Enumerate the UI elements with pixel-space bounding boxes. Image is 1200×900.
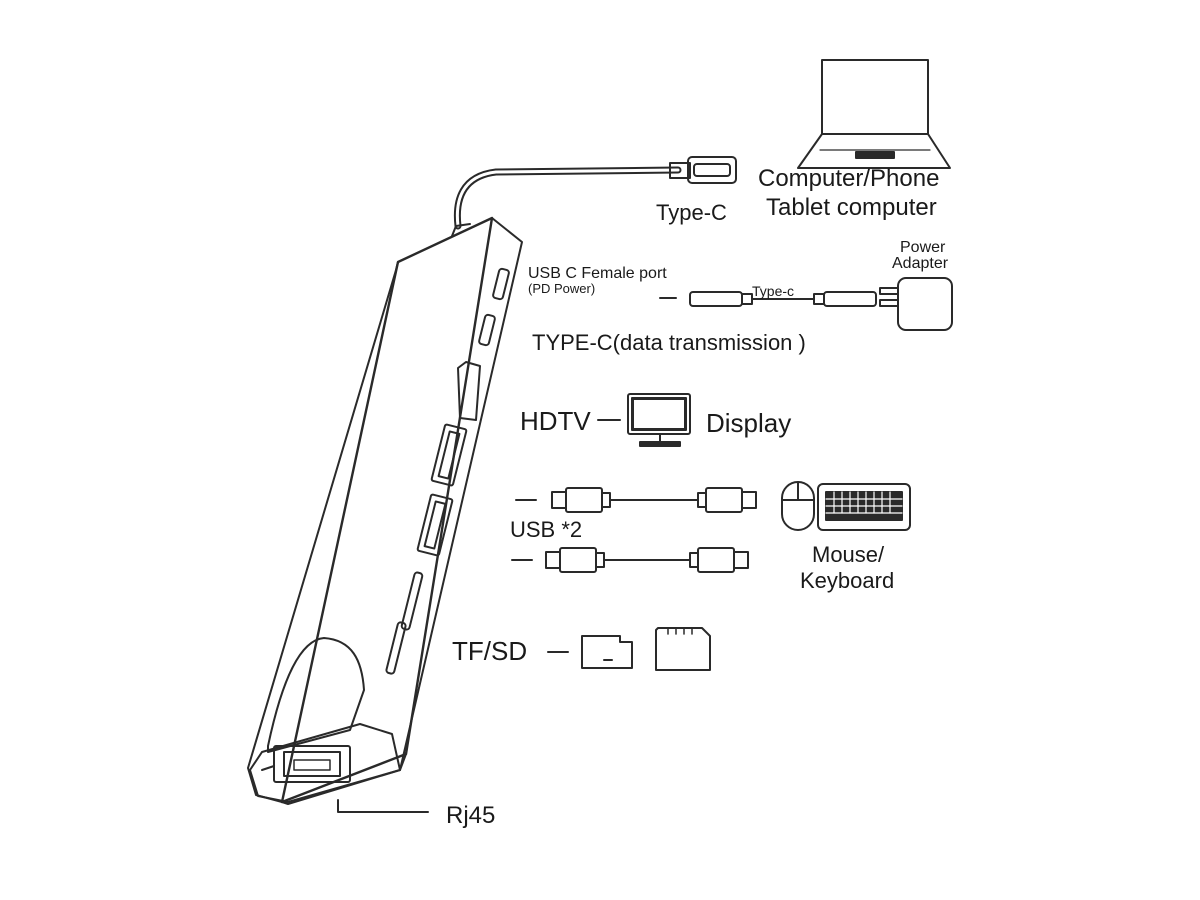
display-label: Display <box>706 408 792 438</box>
hdtv-label: HDTV <box>520 406 591 436</box>
usb-plug-icon <box>515 487 757 513</box>
keyboard-label: Keyboard <box>800 568 895 593</box>
hub-body <box>247 216 523 805</box>
rj45-pointer-line <box>337 799 429 813</box>
pd-power-label: (PD Power) <box>528 281 596 296</box>
usb-c-female-label: USB C Female port <box>528 265 667 282</box>
device-label: Computer/Phone <box>758 165 940 192</box>
power-adapter-icon <box>879 277 953 331</box>
keyboard-icon <box>817 483 911 531</box>
type-c-data-label: TYPE-C(data transmission ) <box>532 330 806 355</box>
power-adapter-label-2: Adapter <box>892 255 949 272</box>
monitor-icon <box>627 393 691 447</box>
hub-cable <box>453 166 682 230</box>
usb-plug-icon <box>511 547 749 573</box>
mouse-label: Mouse/ <box>812 542 885 567</box>
type-c-plug-icon <box>669 156 737 184</box>
rj45-label: Rj45 <box>446 802 496 829</box>
micro-sd-card-icon <box>581 635 633 669</box>
type-c-cable-label: Type-c <box>752 283 795 299</box>
laptop-icon <box>797 59 951 169</box>
rj45-port-icon <box>261 745 351 783</box>
power-adapter-label-1: Power <box>900 239 946 256</box>
sd-card-icon <box>655 627 711 671</box>
type-c-label: Type-C <box>656 200 727 225</box>
tfsd-label: TF/SD <box>452 636 528 666</box>
mouse-icon <box>781 481 815 531</box>
usb-c-pd-cable <box>659 291 877 307</box>
device-label-2: Tablet computer <box>766 194 937 221</box>
usb2-label: USB *2 <box>510 517 583 542</box>
